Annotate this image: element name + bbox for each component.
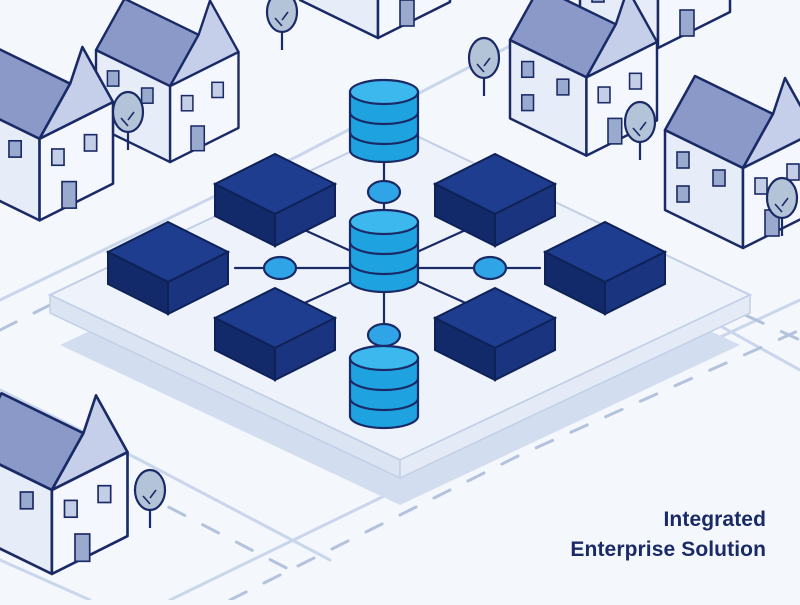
- connector-node-icon: [262, 255, 298, 281]
- connector-node-icon: [366, 322, 402, 348]
- platform-edge: [399, 293, 751, 480]
- house-icon: [298, 0, 452, 40]
- caption-line-1: Integrated: [663, 508, 766, 531]
- house-icon: [0, 43, 115, 222]
- database-icon: [348, 78, 420, 164]
- house-icon: [663, 74, 800, 250]
- connector-node-icon: [366, 179, 402, 205]
- caption-line-2: Enterprise Solution: [570, 538, 766, 561]
- tree-icon: [623, 100, 657, 162]
- tree-icon: [133, 468, 167, 530]
- tree-icon: [265, 0, 299, 52]
- database-icon: [348, 344, 420, 430]
- caption: Integrated Enterprise Solution: [570, 505, 766, 565]
- tree-icon: [467, 36, 501, 98]
- connector-node-icon: [472, 255, 508, 281]
- house-icon: [94, 0, 240, 164]
- database-icon: [348, 208, 420, 294]
